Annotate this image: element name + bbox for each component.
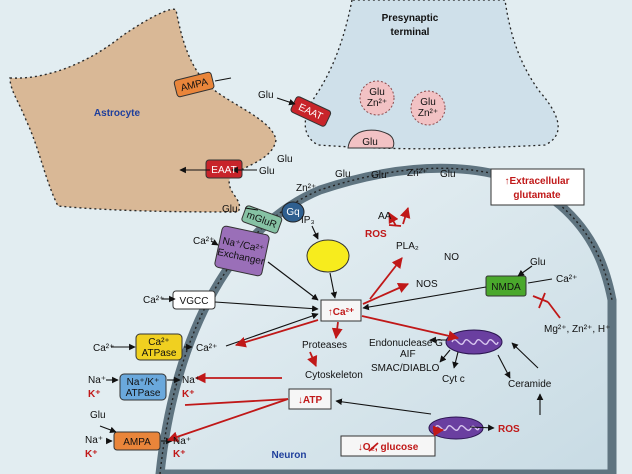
ca-nmda: Ca²⁺ bbox=[556, 274, 577, 285]
astrocyte-ampa-receptor bbox=[173, 71, 215, 98]
neuron-label: Neuron bbox=[272, 450, 307, 461]
endonuclease-text: Endonuclease G bbox=[369, 338, 443, 349]
gq-text: Gq bbox=[286, 207, 299, 218]
cytoskeleton-text: Cytoskeleton bbox=[305, 370, 363, 381]
glu-cleft-1: Glu bbox=[277, 154, 293, 165]
black-arrows bbox=[99, 77, 553, 445]
zn-vesicle-1: Zn²⁺ bbox=[367, 98, 387, 109]
pla2-text: PLA₂ bbox=[396, 241, 419, 252]
nos-text: NOS bbox=[416, 279, 438, 290]
red-arrows bbox=[166, 206, 460, 452]
na-k-atpase-text-2: ATPase bbox=[126, 388, 161, 399]
glu-cleft-4: Glu bbox=[440, 169, 456, 180]
k-ampa-right: K⁺ bbox=[173, 449, 186, 460]
na-nak-left: Na⁺ bbox=[88, 375, 106, 386]
glu-nmda: Glu bbox=[530, 257, 546, 268]
zn-vesicle-2: Zn²⁺ bbox=[418, 108, 438, 119]
glu-cleft-3: Glu bbox=[371, 170, 387, 181]
vgcc-text: VGCC bbox=[180, 296, 209, 307]
astrocyte-label: Astrocyte bbox=[94, 108, 141, 119]
glu-presynaptic-eaat: Glu bbox=[258, 90, 274, 101]
mg-inhibit-bar bbox=[538, 292, 546, 309]
mg-zn-h-text: Mg²⁺, Zn²⁺, H⁺ bbox=[544, 324, 610, 335]
smac-text: SMAC/DIABLO bbox=[371, 363, 440, 374]
cytc-text: Cyt c bbox=[442, 374, 465, 385]
vesicle-2 bbox=[410, 90, 446, 126]
glu-ampa-neuron: Glu bbox=[90, 410, 106, 421]
o2-glucose-text: ↓O₂, glucose bbox=[358, 442, 419, 453]
aa-text: AA bbox=[378, 211, 392, 222]
eaat-astrocyte-text: EAAT bbox=[211, 165, 236, 176]
ca-vgcc: Ca²⁺ bbox=[143, 295, 164, 306]
ip3-text: IP₃ bbox=[301, 215, 315, 226]
nmda-text: NMDA bbox=[491, 282, 521, 293]
ca-atpase-pump bbox=[135, 333, 183, 361]
atp-box-text: ↓ATP bbox=[298, 395, 323, 406]
glu-fusing-vesicle: Glu bbox=[362, 137, 378, 148]
zn-cleft-1: Zn²⁺ bbox=[407, 168, 427, 179]
na-ampa-left: Na⁺ bbox=[85, 435, 103, 446]
na-k-atpase-pump bbox=[119, 373, 167, 401]
extracellular-glutamate-text-1: ↑Extracellular bbox=[504, 176, 569, 187]
ca-atpase-in: Ca²⁺ bbox=[93, 343, 114, 354]
calcium-box-text: ↑Ca²⁺ bbox=[328, 307, 354, 318]
calcium-box bbox=[320, 299, 362, 322]
mg-inhibit-line bbox=[532, 295, 549, 303]
ca-exchanger: Ca²⁺ bbox=[193, 236, 214, 247]
na-k-atpase-text-1: Na⁺/K⁺ bbox=[127, 377, 160, 388]
glu-cleft-2: Glu bbox=[335, 169, 351, 180]
k-nak-left: K⁺ bbox=[88, 389, 101, 400]
ros-upper-text: ROS bbox=[365, 229, 387, 240]
extracellular-glutamate-text-2: glutamate bbox=[513, 190, 561, 201]
er-store bbox=[306, 239, 350, 273]
ca-atpase-out: Ca²⁺ bbox=[196, 343, 217, 354]
glu-astrocyte-eaat: Glu bbox=[259, 166, 275, 177]
ceramide-text: Ceramide bbox=[508, 379, 552, 390]
fusing-vesicle bbox=[347, 129, 395, 149]
extracellular-glutamate-box bbox=[490, 168, 585, 206]
na-ca-exchanger bbox=[214, 225, 270, 277]
ca-atpase-text-2: ATPase bbox=[142, 348, 177, 359]
k-ampa-left: K⁺ bbox=[85, 449, 98, 460]
astrocyte-eaat-transporter bbox=[205, 159, 243, 179]
na-nak-right: Na⁺ bbox=[182, 375, 200, 386]
proteases-text: Proteases bbox=[302, 340, 347, 351]
mitochondrion-upper bbox=[445, 329, 503, 355]
zn-cleft-2: Zn²⁺ bbox=[296, 183, 316, 194]
ca-atpase-text-1: Ca²⁺ bbox=[148, 337, 169, 348]
glu-vesicle-1: Glu bbox=[369, 87, 385, 98]
presynaptic-terminal-label-2: terminal bbox=[391, 27, 430, 38]
glu-vesicle-2: Glu bbox=[420, 97, 436, 108]
ampa-neuron-text: AMPA bbox=[123, 437, 151, 448]
glu-mglur: Glu bbox=[222, 204, 238, 215]
mitochondrion-lower bbox=[428, 416, 484, 440]
aif-text: AIF bbox=[400, 349, 416, 360]
vesicle-1 bbox=[359, 80, 395, 116]
na-ampa-right: Na⁺ bbox=[173, 436, 191, 447]
mglur-receptor bbox=[241, 201, 305, 234]
o2-glucose-box bbox=[340, 435, 436, 457]
mg-inhibit-stem bbox=[547, 301, 561, 319]
atp-box bbox=[288, 388, 332, 410]
presynaptic-terminal-label: Presynaptic bbox=[382, 13, 439, 24]
k-nak-right: K⁺ bbox=[182, 389, 195, 400]
neuron-membrane-dots bbox=[159, 167, 613, 474]
nmda-receptor bbox=[485, 275, 527, 297]
no-text: NO bbox=[444, 252, 459, 263]
neuron-ampa-receptor bbox=[113, 431, 161, 451]
ros-lower-text: ROS bbox=[498, 424, 520, 435]
